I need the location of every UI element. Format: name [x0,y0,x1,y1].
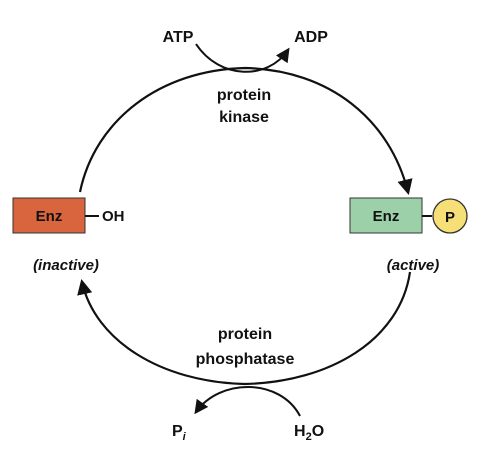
pi-main: P [172,423,183,440]
adp-label: ADP [294,29,328,46]
kinase-label-line1: protein [217,87,271,104]
phosphate-label: P [445,209,455,226]
atp-adp-arc [195,43,290,73]
atp-label: ATP [163,29,194,46]
phosphatase-label-line2: phosphatase [196,351,295,368]
inorganic-phosphate-label: Pi [172,423,187,443]
hydroxyl-group-label: OH [102,208,125,225]
inactive-enzyme-box [12,197,86,234]
phosphatase-label-line1: protein [218,326,272,343]
water-subscript: 2 [306,431,312,443]
water-pi-arc [194,386,301,417]
inactive-state-label: (inactive) [33,257,99,274]
active-state-label: (active) [387,257,440,274]
top-cycle-arc [78,66,413,195]
phosphate-circle [432,198,468,234]
bottom-cycle-arc [77,271,412,386]
water-o: O [312,423,324,440]
pi-subscript: i [183,431,187,443]
inactive-enzyme-label: Enz [36,208,63,225]
water-label: H2O [294,423,324,443]
active-enzyme-label: Enz [373,208,400,225]
active-enzyme-box [349,197,423,234]
kinase-label-line2: kinase [219,109,269,126]
water-h: H [294,423,306,440]
